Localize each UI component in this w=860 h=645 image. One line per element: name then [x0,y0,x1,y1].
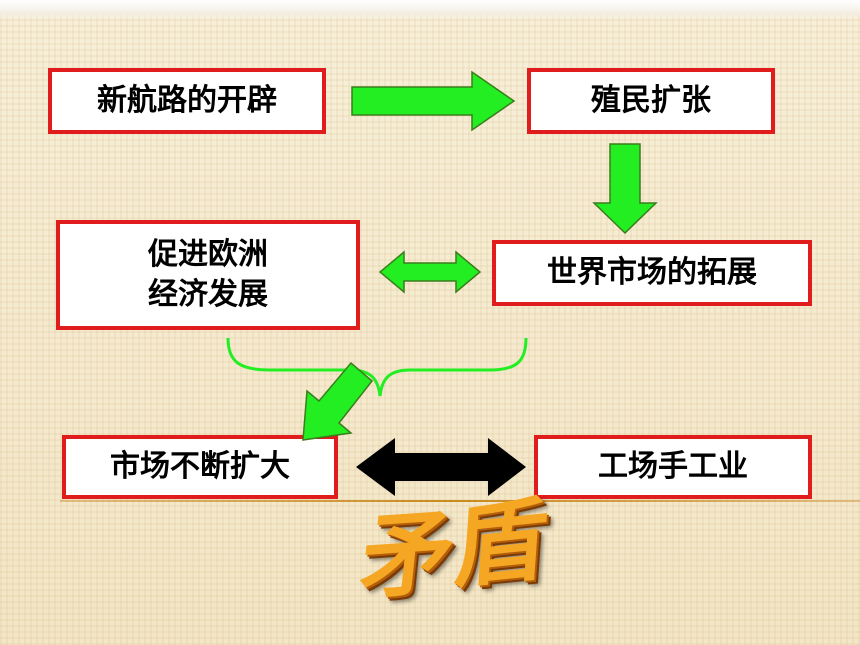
node-world-market-label: 世界市场的拓展 [547,255,757,290]
arrow-right-green [351,70,516,132]
arrow-double-black [356,438,526,496]
node-promote-europe-label: 促进欧洲 经济发展 [148,237,268,312]
node-colonial-expansion-label: 殖民扩张 [591,83,711,118]
brace-green [226,337,528,397]
node-market-expanding: 市场不断扩大 [62,435,338,499]
wordart-char-2: 盾 [450,484,552,602]
node-market-expanding-label: 市场不断扩大 [110,449,290,484]
node-new-routes-label: 新航路的开辟 [97,83,277,118]
node-world-market: 世界市场的拓展 [492,240,812,306]
node-promote-europe: 促进欧洲 经济发展 [56,220,360,330]
node-workshop-handicraft-label: 工场手工业 [598,449,748,484]
node-new-routes: 新航路的开辟 [48,68,326,134]
arrow-down-green [592,143,658,235]
contradiction-wordart: 矛 盾 [356,485,551,613]
node-colonial-expansion: 殖民扩张 [527,68,775,134]
wordart-char-1: 矛 [355,497,461,613]
top-band [0,0,860,20]
arrow-double-green [378,250,482,294]
divider-line [60,500,860,502]
node-workshop-handicraft: 工场手工业 [534,435,812,499]
arrow-diagonal-green [302,361,374,441]
